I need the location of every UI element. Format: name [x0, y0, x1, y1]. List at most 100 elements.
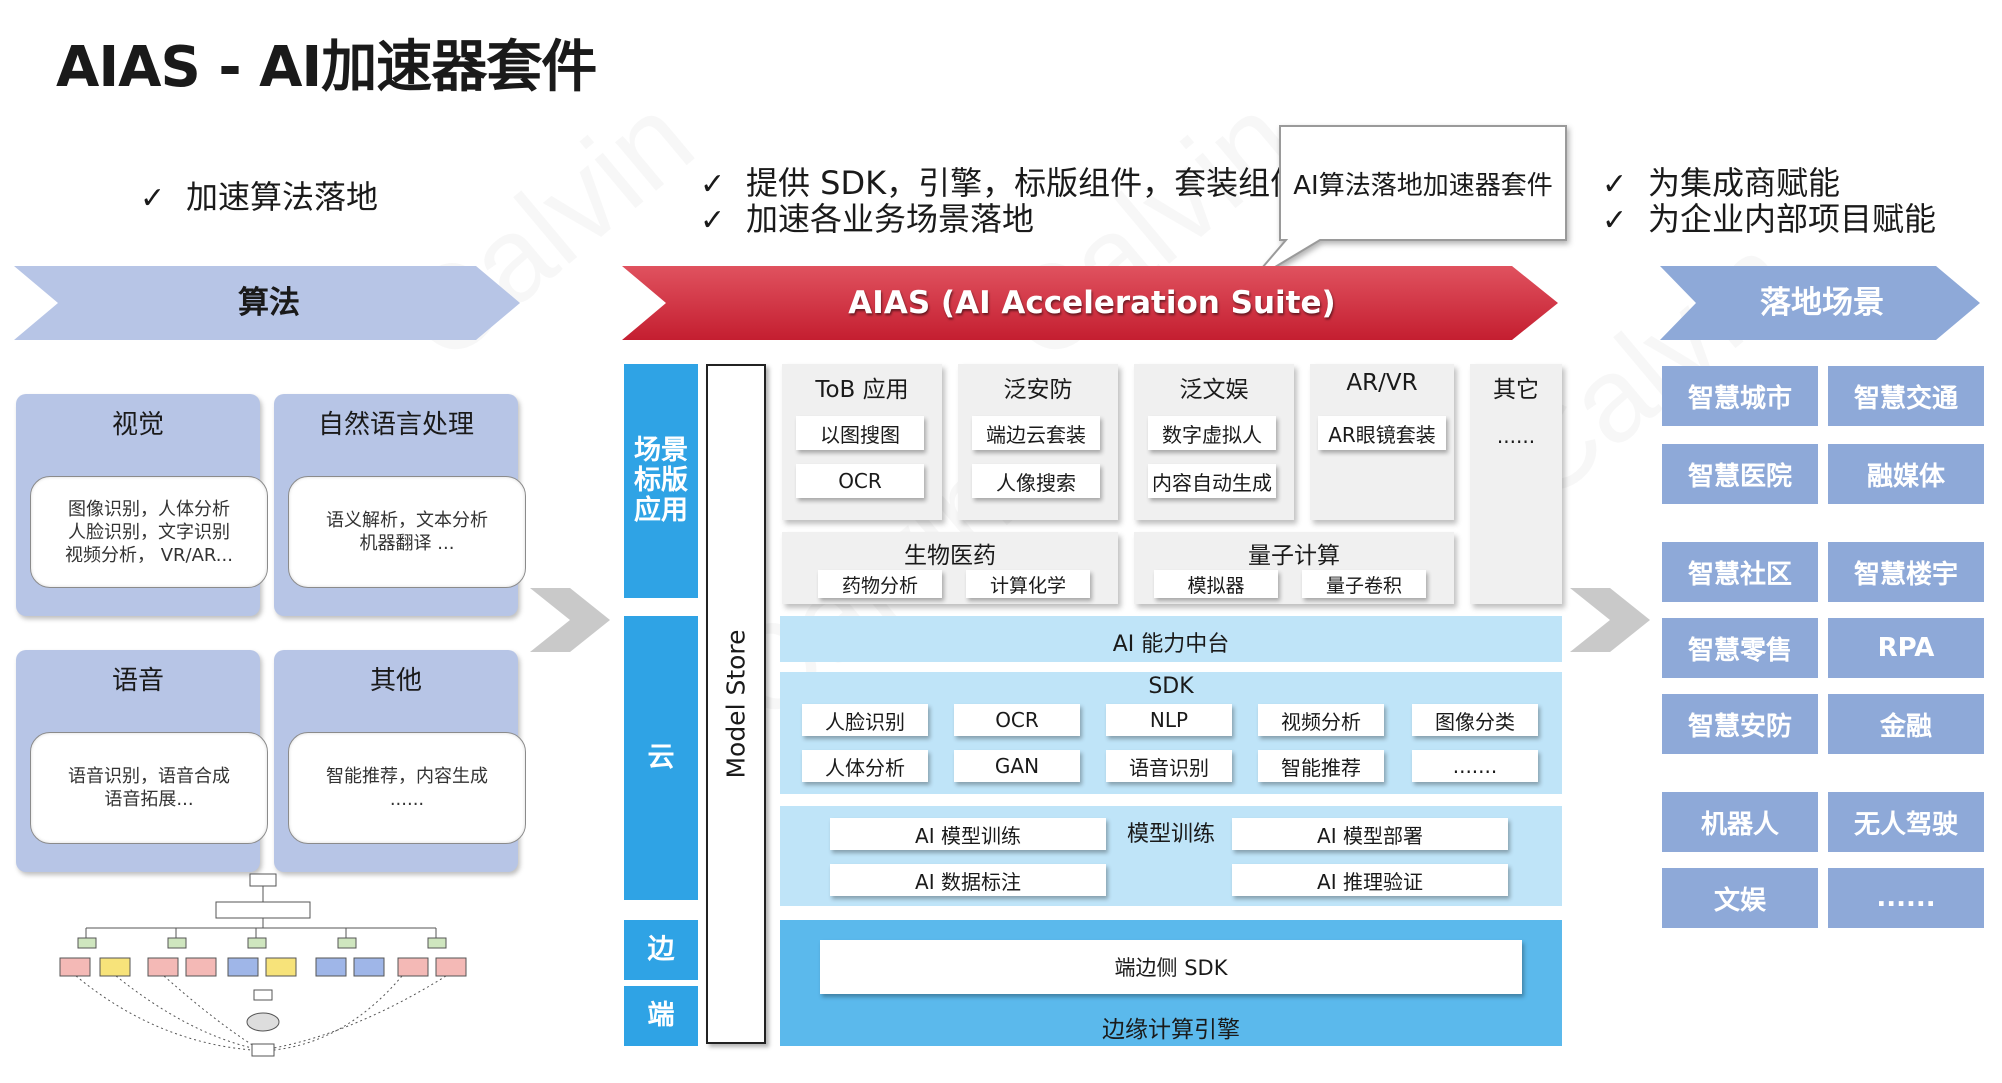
- scene-smart-hospital: 智慧医院: [1662, 444, 1818, 504]
- check-icon: ✓: [700, 167, 726, 202]
- scene-rpa: RPA: [1828, 618, 1984, 678]
- ai-platform-label: AI 能力中台: [1112, 632, 1230, 657]
- category-title: 泛文娱: [1179, 377, 1249, 403]
- algo-panel-nlp: 自然语言处理 语义解析，文本分析 机器翻译 ...: [274, 394, 526, 616]
- algo-panel-vision: 视觉 图像识别，人体分析 人脸识别，文字识别 视频分析， VR/AR...: [16, 394, 268, 616]
- sdk-face-recognition: 人脸识别: [802, 704, 928, 736]
- scene-smart-traffic: 智慧交通: [1828, 366, 1984, 426]
- chip-computational-chemistry: 计算化学: [966, 570, 1090, 598]
- scene-more: ......: [1828, 868, 1984, 928]
- gray-arrow-right-icon: [1570, 588, 1650, 652]
- category-title: AR/VR: [1346, 370, 1418, 396]
- algorithm-banner: [14, 266, 520, 340]
- panel-desc: 语音识别，语音合成 语音拓展...: [30, 732, 268, 844]
- panel-desc: 智能推荐，内容生成 ......: [288, 732, 526, 844]
- scene-finance: 金融: [1828, 694, 1984, 754]
- scene-entertainment: 文娱: [1662, 868, 1818, 928]
- category-title: ToB 应用: [815, 377, 909, 403]
- callout-shape: [1249, 125, 1567, 283]
- training-label: 模型训练: [1126, 822, 1215, 847]
- category-title: 泛安防: [1003, 377, 1073, 403]
- network-architecture-illustration: [59, 873, 467, 1057]
- callout-text: AI算法落地加速器套件: [1293, 170, 1553, 201]
- sdk-body-analysis: 人体分析: [802, 750, 928, 782]
- scene-smart-city: 智慧城市: [1662, 366, 1818, 426]
- scene-smart-security: 智慧安防: [1662, 694, 1818, 754]
- aias-banner-label: AIAS (AI Acceleration Suite): [848, 285, 1336, 321]
- panel-title: 其他: [369, 666, 422, 696]
- category-ellipsis: ......: [1496, 424, 1536, 448]
- edge-engine-label: 边缘计算引擎: [1102, 1017, 1240, 1043]
- sdk-ocr: OCR: [954, 704, 1080, 736]
- sdk-speech-recognition: 语音识别: [1106, 750, 1232, 782]
- scene-autonomous-driving: 无人驾驶: [1828, 792, 1984, 852]
- model-store-label: Model Store: [721, 629, 751, 779]
- check-right-2: ✓为企业内部项目赋能: [1602, 200, 1937, 238]
- watermark: Calvin: [375, 70, 718, 388]
- category-biomedicine: 生物医药 药物分析 计算化学: [782, 532, 1118, 604]
- algorithm-banner-label: 算法: [238, 285, 300, 321]
- chip-ar-glasses: AR眼镜套装: [1318, 416, 1446, 450]
- category-other: 其它 ......: [1470, 364, 1562, 604]
- panel-title: 自然语言处理: [317, 410, 474, 440]
- category-tob: ToB 应用 以图搜图 OCR: [782, 364, 942, 520]
- check-icon: ✓: [1602, 203, 1628, 238]
- page-title: AIAS - AI加速器套件: [56, 35, 597, 100]
- category-security: 泛安防 端边云套装 人像搜索: [958, 364, 1118, 520]
- sdk-image-classification: 图像分类: [1412, 704, 1538, 736]
- scene-media: 融媒体: [1828, 444, 1984, 504]
- scene-smart-retail: 智慧零售: [1662, 618, 1818, 678]
- scenes-banner: [1660, 266, 1980, 340]
- check-icon: ✓: [1602, 167, 1628, 202]
- gray-arrow-right-icon: [530, 588, 610, 652]
- check-icon: ✓: [700, 203, 726, 238]
- sidebar-edge: 边: [624, 920, 698, 980]
- chip-edge-cloud-kit: 端边云套装: [972, 416, 1100, 450]
- chip-drug-analysis: 药物分析: [818, 570, 942, 598]
- training-inference-validation: AI 推理验证: [1232, 864, 1508, 896]
- scene-smart-community: 智慧社区: [1662, 542, 1818, 602]
- panel-title: 语音: [111, 666, 164, 696]
- category-title: 生物医药: [904, 543, 996, 569]
- sdk-label: SDK: [1148, 674, 1194, 699]
- scene-smart-building: 智慧楼宇: [1828, 542, 1984, 602]
- chip-image-search: 以图搜图: [796, 416, 924, 450]
- sdk-more: .......: [1412, 750, 1538, 782]
- scenes-banner-label: 落地场景: [1760, 285, 1884, 321]
- sidebar-scene-apps: 场景 标版 应用: [624, 364, 698, 598]
- category-title: 其它: [1493, 377, 1539, 403]
- sdk-video-analysis: 视频分析: [1258, 704, 1384, 736]
- panel-desc: 语义解析，文本分析 机器翻译 ...: [288, 476, 526, 588]
- chip-content-generation: 内容自动生成: [1148, 464, 1276, 498]
- training-model-train: AI 模型训练: [830, 818, 1106, 850]
- scene-robot: 机器人: [1662, 792, 1818, 852]
- chip-portrait-search: 人像搜索: [972, 464, 1100, 498]
- sdk-gan: GAN: [954, 750, 1080, 782]
- check-mid-2: ✓加速各业务场景落地: [700, 200, 1035, 238]
- chip-digital-human: 数字虚拟人: [1148, 416, 1276, 450]
- edge-band: 端边侧 SDK 边缘计算引擎: [780, 920, 1562, 1046]
- panel-desc: 图像识别，人体分析 人脸识别，文字识别 视频分析， VR/AR...: [30, 476, 268, 588]
- chip-quantum-conv: 量子卷积: [1302, 570, 1426, 598]
- aias-banner: [622, 266, 1558, 340]
- training-model-deploy: AI 模型部署: [1232, 818, 1508, 850]
- sdk-band: SDK 人脸识别 OCR NLP 视频分析 图像分类 人体分析 GAN 语音识别…: [780, 672, 1562, 794]
- edge-sdk: 端边侧 SDK: [820, 940, 1522, 994]
- sidebar-end: 端: [624, 986, 698, 1046]
- check-icon: ✓: [140, 181, 166, 216]
- chip-ocr: OCR: [796, 464, 924, 498]
- category-quantum: 量子计算 模拟器 量子卷积: [1134, 532, 1454, 604]
- sdk-nlp: NLP: [1106, 704, 1232, 736]
- sdk-recommendation: 智能推荐: [1258, 750, 1384, 782]
- model-store-box: Model Store: [706, 364, 766, 1044]
- category-entertainment: 泛文娱 数字虚拟人 内容自动生成: [1134, 364, 1294, 520]
- ai-platform-band: AI 能力中台: [780, 616, 1562, 662]
- check-mid-1: ✓提供 SDK，引擎，标版组件，套装组件: [700, 164, 1303, 202]
- category-arvr: AR/VR AR眼镜套装: [1310, 364, 1454, 520]
- check-right-1: ✓为集成商赋能: [1602, 164, 1841, 202]
- check-left-1: ✓加速算法落地: [140, 178, 379, 216]
- sidebar-cloud: 云: [624, 616, 698, 900]
- algo-panel-other: 其他 智能推荐，内容生成 ......: [274, 650, 526, 872]
- training-data-labeling: AI 数据标注: [830, 864, 1106, 896]
- algo-panel-speech: 语音 语音识别，语音合成 语音拓展...: [16, 650, 268, 872]
